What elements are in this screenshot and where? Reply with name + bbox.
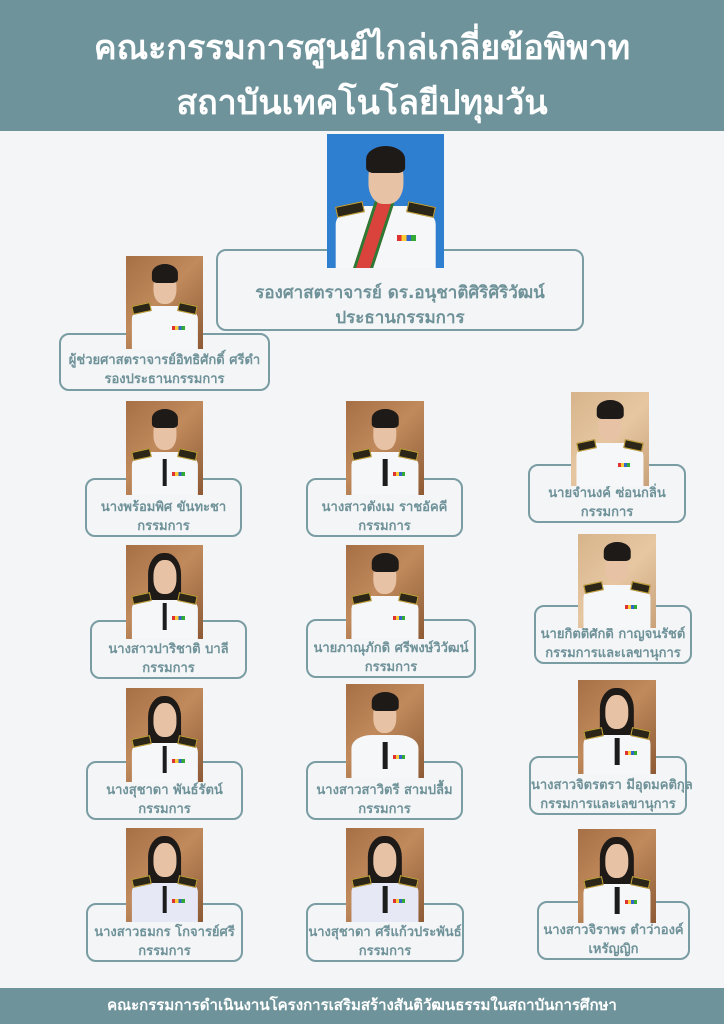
member-photo xyxy=(346,545,424,639)
page-title-line1: คณะกรรมการศูนย์ไกล่เกลี่ยข้อพิพาท xyxy=(93,28,631,68)
member-name: นายจำนงค์ ซ่อนกลิ่น xyxy=(548,486,666,501)
member-photo xyxy=(346,401,424,495)
chair-role: ประธานกรรมการ xyxy=(335,308,465,328)
member-name: นางสาวสาวิตรี สามปลื้ม xyxy=(316,783,453,798)
member-photo xyxy=(571,392,649,486)
member-photo xyxy=(126,545,203,639)
member-name: นางสาวจิตรตรา มีอุดมคติกุล xyxy=(531,778,693,793)
member-photo xyxy=(346,828,424,922)
member-role: กรรมการ xyxy=(358,944,412,959)
member-name: นางสาวปาริชาติ บาลี xyxy=(108,642,229,657)
member-role: กรรมการ xyxy=(358,519,411,534)
member-name: นางสาวธมกร โกจารย์ศรี xyxy=(94,925,235,940)
member-name: นายกิตติศักดิ์ กาญจนรัชต์ xyxy=(540,627,686,642)
member-card: นายกิตติศักดิ์ กาญจนรัชต์ กรรมการและเลขา… xyxy=(534,605,692,664)
member-role: กรรมการ xyxy=(137,519,190,534)
chair-name: รองศาสตราจารย์ ดร.อนุชาติศิริศิริวัฒน์ xyxy=(255,283,545,303)
member-role: กรรมการ xyxy=(142,661,195,676)
member-photo xyxy=(578,534,656,628)
member-photo xyxy=(578,829,656,923)
member-role: กรรมการและเลขานุการ xyxy=(540,797,676,812)
member-role: เหรัญญิก xyxy=(588,942,639,957)
member-card: นายจำนงค์ ซ่อนกลิ่น กรรมการ xyxy=(528,464,686,523)
vice-chair-role: รองประธานกรรมการ xyxy=(104,372,225,387)
member-card: นางสุชาดา พันธ์รัตน์ กรรมการ xyxy=(86,761,243,820)
page-header: คณะกรรมการศูนย์ไกล่เกลี่ยข้อพิพาท สถาบัน… xyxy=(0,0,724,131)
member-photo xyxy=(126,401,203,495)
member-photo xyxy=(346,684,424,778)
member-role: กรรมการ xyxy=(580,505,634,520)
vice-chair-photo xyxy=(126,256,203,349)
member-role: กรรมการ xyxy=(138,802,191,817)
member-photo xyxy=(126,828,203,922)
member-role: กรรมการ xyxy=(358,802,411,817)
member-name: นายภาณุภักดิ ศรีพงษ์วิวัฒน์ xyxy=(313,641,469,656)
member-name: นางสุชาดา พันธ์รัตน์ xyxy=(106,783,223,798)
member-photo xyxy=(578,680,656,774)
member-photo xyxy=(126,688,203,782)
member-name: นางสาวจิราพร ต่ำว่าองค์ xyxy=(543,923,684,938)
vice-chair-name: ผู้ช่วยศาสตราจารย์อิทธิศักดิ์ ศรีดำ xyxy=(68,353,261,368)
member-role: กรรมการและเลขานุการ xyxy=(545,646,681,661)
footer-text: คณะกรรมการดำเนินงานโครงการเสริมสร้างสันต… xyxy=(107,996,617,1014)
page-footer: คณะกรรมการดำเนินงานโครงการเสริมสร้างสันต… xyxy=(0,988,724,1024)
member-name: นางสาวตังเม ราชอัคคี xyxy=(321,500,448,515)
member-name: นางพร้อมพิศ ขันทะชา xyxy=(100,500,227,515)
chair-photo xyxy=(327,134,444,268)
member-name: นางสุชาดา ศรีแก้วประพันธ์ xyxy=(308,925,462,940)
page-title-line2: สถาบันเทคโนโลยีปทุมวัน xyxy=(176,83,548,123)
member-role: กรรมการ xyxy=(138,944,191,959)
member-role: กรรมการ xyxy=(364,660,418,675)
